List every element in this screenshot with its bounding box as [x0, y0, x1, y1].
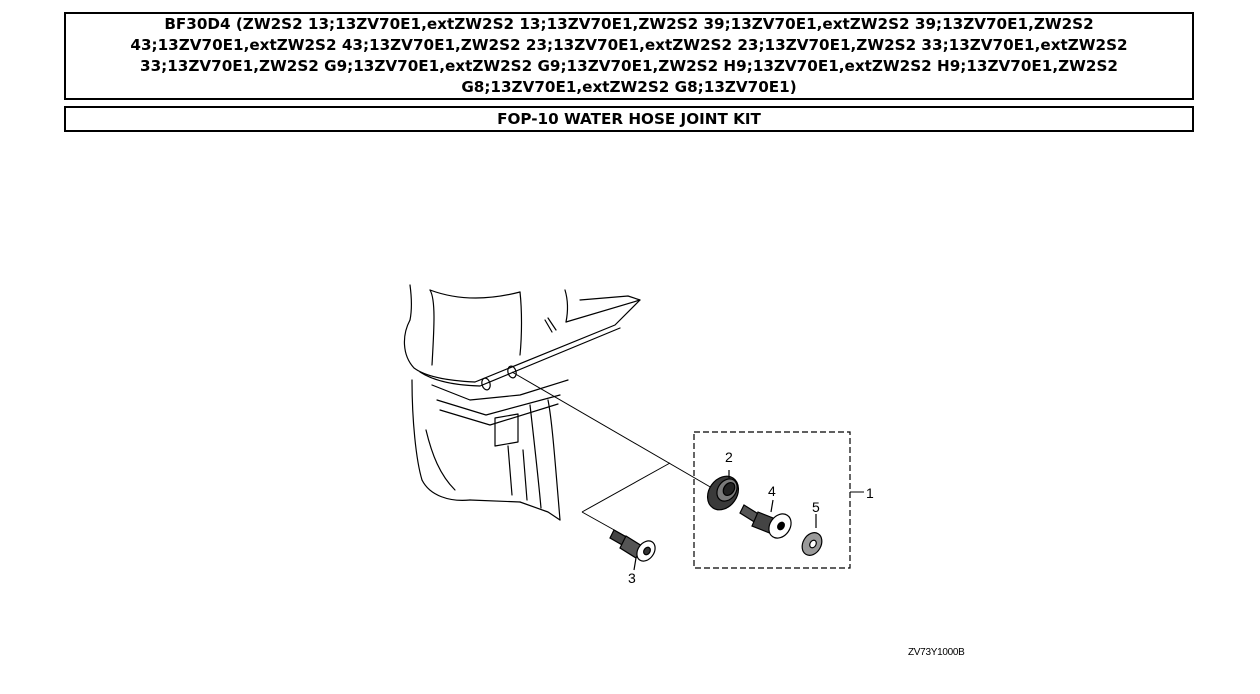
drawing-code: ZV73Y1000B: [908, 647, 965, 658]
part-4-hose-joint: [739, 499, 792, 539]
callout-part-2: 2: [725, 449, 733, 465]
callout-part-4: 4: [768, 483, 776, 499]
part-2-grommet: [706, 470, 740, 511]
leader-lines: [511, 371, 713, 537]
kit-outline: [693, 431, 851, 569]
callout-part-5: 5: [812, 499, 820, 515]
outboard-lower-unit-drawing: [403, 284, 641, 521]
kit-title-box: FOP-10 WATER HOSE JOINT KIT: [64, 106, 1194, 132]
model-header-box: BF30D4 (ZW2S2 13;13ZV70E1,extZW2S2 13;13…: [64, 12, 1194, 100]
part-5-washer: [801, 514, 823, 556]
callout-part-1: 1: [866, 485, 874, 501]
kit-title: FOP-10 WATER HOSE JOINT KIT: [497, 110, 761, 128]
callout-part-3: 3: [628, 570, 636, 586]
part-3-water-nipple: [609, 529, 656, 571]
model-title: BF30D4 (ZW2S2 13;13ZV70E1,extZW2S2 13;13…: [130, 15, 1128, 96]
